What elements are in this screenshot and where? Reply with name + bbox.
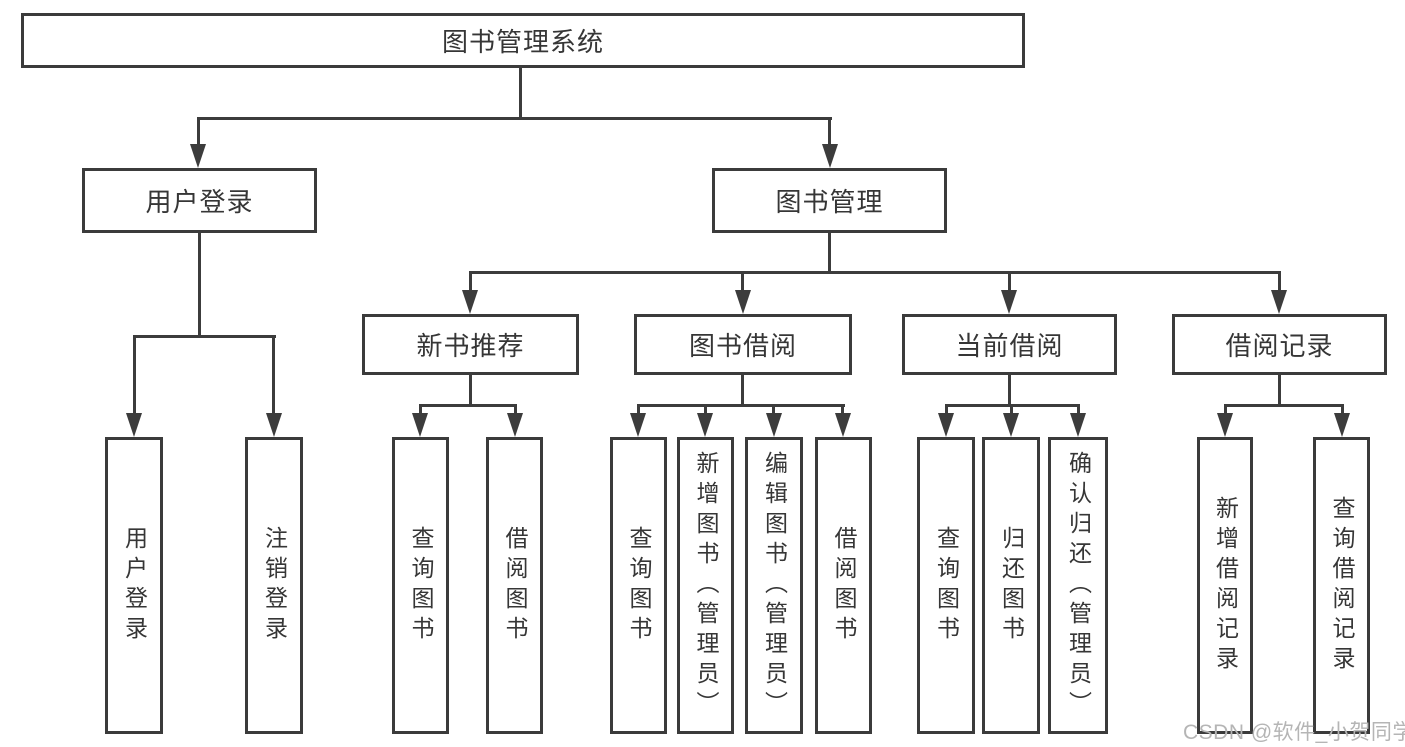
connector-currentborrow-stub <box>1008 373 1011 406</box>
arrowhead-br-query <box>1334 413 1350 437</box>
leaf-records-add: 新增借阅记录 <box>1197 437 1253 734</box>
arrowhead-cb-query <box>938 413 954 437</box>
connector-stem-new-books <box>469 271 472 293</box>
node-book-borrow: 图书借阅 <box>634 314 852 375</box>
node-book-mgmt-label: 图书管理 <box>775 187 884 217</box>
leaf-currentborrow-return-label: 归还图书 <box>998 525 1025 646</box>
connector-stem-leaf-userlogin <box>133 335 136 415</box>
connector-stem-book-mgmt <box>828 117 831 146</box>
arrowhead-bb-borrow <box>835 413 851 437</box>
leaf-bookborrow-borrow-label: 借阅图书 <box>831 525 857 646</box>
arrowhead-current-borrow <box>1001 290 1017 314</box>
leaf-bookborrow-edit-label: 编辑图书（管理员） <box>761 450 788 721</box>
node-book-mgmt: 图书管理 <box>712 168 947 233</box>
connector-stem-cb-return <box>1010 404 1013 416</box>
connector-stem-bb-edit <box>772 404 775 416</box>
connector-bookborrow-bar <box>637 404 845 407</box>
connector-bookborrow-stub <box>741 373 744 406</box>
leaf-bookborrow-query-label: 查询图书 <box>626 525 652 646</box>
leaf-records-query-label: 查询借阅记录 <box>1329 495 1355 676</box>
leaf-user-login-label: 用户登录 <box>121 525 148 646</box>
connector-bookmgmt-bar <box>469 271 1281 274</box>
arrowhead-br-add <box>1217 413 1233 437</box>
connector-stem-book-borrow <box>741 271 744 293</box>
leaf-bookborrow-query: 查询图书 <box>610 437 667 734</box>
leaf-logout: 注销登录 <box>245 437 303 734</box>
connector-stem-nb-borrow <box>514 404 517 416</box>
connector-stem-leaf-logout <box>272 335 275 415</box>
arrowhead-borrow-records <box>1271 290 1287 314</box>
arrowhead-book-mgmt <box>822 144 838 168</box>
node-user-login: 用户登录 <box>82 168 317 233</box>
leaf-bookborrow-borrow: 借阅图书 <box>815 437 872 734</box>
node-borrow-records: 借阅记录 <box>1172 314 1387 375</box>
arrowhead-bb-add <box>697 413 713 437</box>
connector-stem-current-borrow <box>1008 271 1011 293</box>
node-root-label: 图书管理系统 <box>441 27 604 57</box>
arrowhead-leaf-logout <box>266 413 282 437</box>
arrowhead-book-borrow <box>735 290 751 314</box>
leaf-newbooks-query: 查询图书 <box>392 437 449 734</box>
connector-stem-bb-add <box>704 404 707 416</box>
leaf-records-query: 查询借阅记录 <box>1313 437 1370 734</box>
leaf-currentborrow-query: 查询图书 <box>917 437 975 734</box>
connector-userlogin-bar <box>133 335 276 338</box>
arrowhead-nb-query <box>412 413 428 437</box>
leaf-records-add-label: 新增借阅记录 <box>1212 495 1239 676</box>
arrowhead-new-books <box>462 290 478 314</box>
leaf-user-login: 用户登录 <box>105 437 163 734</box>
leaf-bookborrow-add-label: 新增图书（管理员） <box>693 450 719 721</box>
connector-stem-borrow-records <box>1278 271 1281 293</box>
leaf-currentborrow-confirm: 确认归还（管理员） <box>1048 437 1108 734</box>
connector-stem-cb-confirm <box>1077 404 1080 416</box>
node-book-borrow-label: 图书借阅 <box>688 331 797 361</box>
leaf-currentborrow-confirm-label: 确认归还（管理员） <box>1065 450 1092 721</box>
node-borrow-records-label: 借阅记录 <box>1225 331 1334 361</box>
leaf-newbooks-query-label: 查询图书 <box>408 525 434 646</box>
connector-newbooks-bar <box>419 404 517 407</box>
node-current-borrow: 当前借阅 <box>902 314 1117 375</box>
connector-newbooks-stub <box>469 373 472 406</box>
leaf-newbooks-borrow: 借阅图书 <box>486 437 543 734</box>
csdn-watermark: CSDN @软件_小贺同学 <box>1183 721 1405 744</box>
connector-userlogin-stub <box>198 231 201 337</box>
arrowhead-nb-borrow <box>507 413 523 437</box>
node-current-borrow-label: 当前借阅 <box>955 331 1064 361</box>
leaf-bookborrow-add: 新增图书（管理员） <box>677 437 734 734</box>
connector-stem-nb-query <box>419 404 422 416</box>
connector-bookmgmt-stub <box>828 231 831 273</box>
connector-root-bar <box>197 117 832 120</box>
leaf-newbooks-borrow-label: 借阅图书 <box>502 525 528 646</box>
connector-stem-bb-borrow <box>841 404 844 416</box>
arrowhead-cb-confirm <box>1070 413 1086 437</box>
node-new-books: 新书推荐 <box>362 314 579 375</box>
arrowhead-user-login <box>190 144 206 168</box>
leaf-logout-label: 注销登录 <box>261 525 288 646</box>
connector-root-stub <box>519 66 522 119</box>
connector-borrowrecords-stub <box>1278 373 1281 406</box>
arrowhead-bb-query <box>630 413 646 437</box>
connector-borrowrecords-bar <box>1224 404 1344 407</box>
arrowhead-leaf-userlogin <box>126 413 142 437</box>
connector-stem-user-login <box>197 117 200 146</box>
leaf-bookborrow-edit: 编辑图书（管理员） <box>745 437 803 734</box>
leaf-currentborrow-return: 归还图书 <box>982 437 1040 734</box>
leaf-currentborrow-query-label: 查询图书 <box>933 525 960 646</box>
arrowhead-cb-return <box>1003 413 1019 437</box>
arrowhead-bb-edit <box>766 413 782 437</box>
connector-stem-bb-query <box>637 404 640 416</box>
node-root-system: 图书管理系统 <box>21 13 1025 68</box>
connector-stem-br-query <box>1341 404 1344 416</box>
connector-stem-br-add <box>1224 404 1227 416</box>
node-new-books-label: 新书推荐 <box>416 331 525 361</box>
node-user-login-label: 用户登录 <box>145 187 254 217</box>
connector-stem-cb-query <box>945 404 948 416</box>
